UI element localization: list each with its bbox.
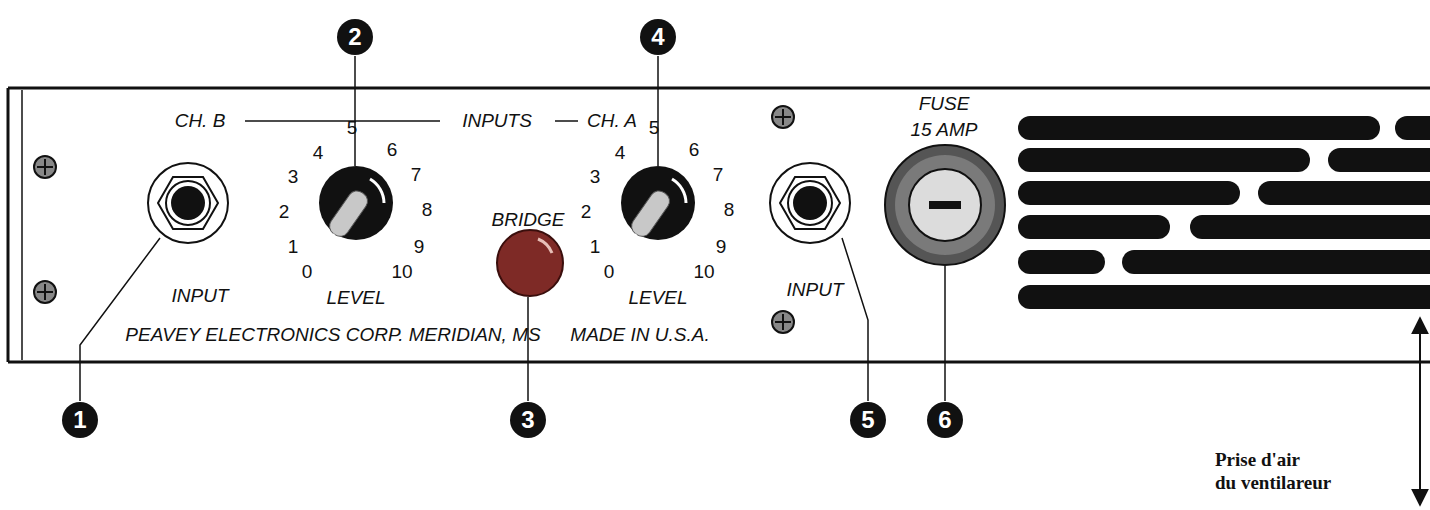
callout-text: 4 [651,25,664,49]
callout-number: 4 [640,19,676,55]
scale-number: 9 [716,237,727,258]
control-label: LEVEL [326,288,385,309]
fan-vent [1018,116,1430,309]
callout-text: 1 [73,408,86,432]
callout-number: 2 [337,19,373,55]
fuse-holder [885,145,1005,265]
scale-number: 6 [387,140,398,161]
scale-number: 0 [604,262,615,283]
annotation: du ventilareur [1215,473,1331,494]
channel-label: CH. B [175,111,226,132]
scale-number: 3 [288,167,299,188]
scale-number: 10 [693,262,714,283]
bridge-switch [497,230,563,296]
scale-number: 5 [649,118,660,139]
screw [34,106,794,333]
callout-number: 6 [927,402,963,438]
annotation: Prise d'air [1215,450,1300,471]
section-label: INPUTS [462,111,532,132]
scale-number: 7 [713,165,724,186]
callout-number: 5 [850,402,886,438]
scale-number: 1 [590,237,601,258]
callout-number: 1 [62,402,98,438]
scale-number: 7 [411,165,422,186]
origin-imprint: MADE IN U.S.A. [570,325,709,346]
scale-number: 0 [302,262,313,283]
callout-text: 6 [938,408,951,432]
scale-number: 5 [347,118,358,139]
jack-label: INPUT [172,286,229,307]
fuse-rating: 15 AMP [911,120,978,141]
callout-text: 5 [861,408,874,432]
maker-imprint: PEAVEY ELECTRONICS CORP. MERIDIAN, MS [125,325,540,346]
scale-number: 1 [288,237,299,258]
scale-number: 2 [581,202,592,223]
switch-label: BRIDGE [492,210,565,231]
scale-number: 6 [689,140,700,161]
level-knob [319,166,393,248]
scale-number: 9 [414,237,425,258]
callout-number: 3 [510,402,546,438]
scale-number: 2 [279,202,290,223]
channel-label: CH. A [587,111,637,132]
control-label: LEVEL [628,288,687,309]
callout-text: 2 [348,25,361,49]
airflow-arrow [1419,318,1421,505]
input-jack [770,163,850,243]
scale-number: 4 [615,143,626,164]
level-knob [621,166,695,248]
scale-number: 3 [590,167,601,188]
leader-line [80,56,945,401]
input-jack [148,163,228,243]
callout-text: 3 [521,408,534,432]
scale-number: 8 [724,200,735,221]
jack-label: INPUT [787,280,844,301]
scale-number: 10 [391,262,412,283]
scale-number: 8 [422,200,433,221]
fuse-label: FUSE [919,94,970,115]
scale-number: 4 [313,143,324,164]
